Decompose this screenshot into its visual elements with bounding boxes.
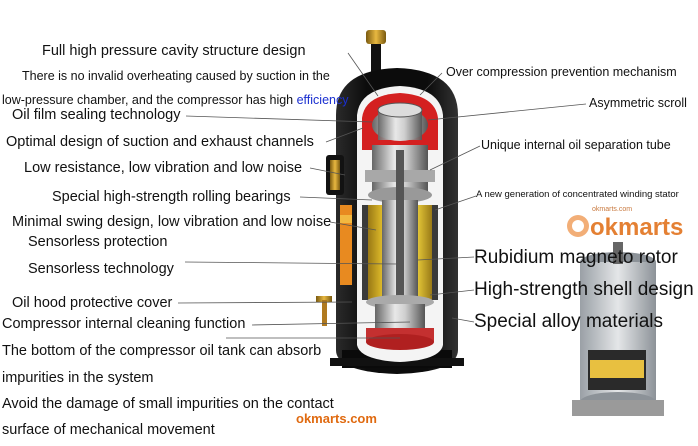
low-resistance-label: Low resistance, low vibration and low no… [24,160,303,176]
oil-tube-label: Unique internal oil separation tube [481,138,671,152]
okmarts-watermark-logo [567,215,589,237]
footer-brand: okmarts.com [296,411,377,426]
overheat-line-2: low-pressure chamber, and the compressor… [2,94,348,107]
overheat-line-1: There is no invalid overheating caused b… [22,69,330,83]
cutaway-interior [357,86,443,362]
stator-label: A new generation of concentrated winding… [476,189,679,200]
compressor-thumbnail [572,242,664,416]
oil-film-label: Oil film sealing technology [12,107,181,123]
suction-pipe [326,155,344,195]
watermark-small-text: okmarts.com [592,206,633,213]
sensorless-protection-label: Sensorless protection [28,234,168,250]
alloy-label: Special alloy materials [474,311,664,332]
oil-hood-label: Oil hood protective cover [12,295,173,311]
asymmetric-scroll-label: Asymmetric scroll [589,96,687,110]
watermark-text: okmarts [590,214,684,241]
title-label: Full high pressure cavity structure desi… [42,43,306,59]
swing-label: Minimal swing design, low vibration and … [12,214,332,230]
oil-tank-line-2: impurities in the system [2,370,154,386]
overheat-line-2-text: low-pressure chamber, and the compressor… [2,93,297,107]
sensorless-tech-label: Sensorless technology [28,261,174,277]
suction-label: Optimal design of suction and exhaust ch… [6,134,314,150]
oil-tank-line-1: The bottom of the compressor oil tank ca… [2,343,322,359]
over-compression-label: Over compression prevention mechanism [446,65,677,79]
efficiency-highlight: efficiency [296,93,349,107]
process-tube [316,296,332,326]
avoid-line-2: surface of mechanical movement [2,422,215,438]
bearings-label: Special high-strength rolling bearings [52,189,291,205]
leader-lines [177,52,587,339]
avoid-line-1: Avoid the damage of small impurities on … [2,396,334,412]
cleaning-label: Compressor internal cleaning function [2,316,246,332]
rotor-label: Rubidium magneto rotor [474,247,678,268]
shell-label: High-strength shell design [474,279,694,300]
